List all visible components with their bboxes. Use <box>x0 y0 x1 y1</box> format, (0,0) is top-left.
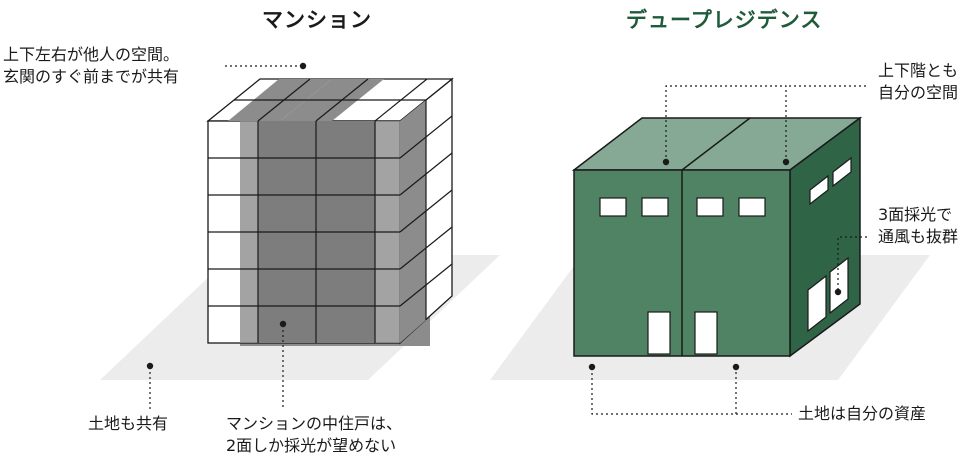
due-residence-title: デュープレジデンス <box>626 8 823 32</box>
due-light-line-1: 3面採光で <box>878 205 953 224</box>
mansion-land-note: 土地も共有 <box>88 414 169 433</box>
due-building <box>571 116 863 358</box>
mansion-unit-line-2: 2面しか採光が望めない <box>226 436 397 455</box>
mansion-title: マンション <box>262 8 372 32</box>
due-space-line-1: 上下階とも <box>878 61 959 80</box>
due-light-note: 3面採光で 通風も抜群 <box>878 204 958 248</box>
due-light-line-2: 通風も抜群 <box>878 227 959 246</box>
mansion-building <box>206 77 454 346</box>
mansion-neighbors-line-2: 玄関のすぐ前までが共有 <box>3 67 180 86</box>
mansion-unit-note: マンションの中住戸は、 2面しか採光が望めない <box>226 413 402 457</box>
mansion-neighbors-line-1: 上下左右が他人の空間。 <box>3 45 180 64</box>
due-land-note: 土地は自分の資産 <box>798 404 927 423</box>
mansion-neighbors-note: 上下左右が他人の空間。 玄関のすぐ前までが共有 <box>3 44 179 88</box>
due-space-line-2: 自分の空間 <box>878 83 959 102</box>
due-space-note: 上下階とも 自分の空間 <box>878 60 958 104</box>
mansion-unit-line-1: マンションの中住戸は、 <box>226 414 403 433</box>
